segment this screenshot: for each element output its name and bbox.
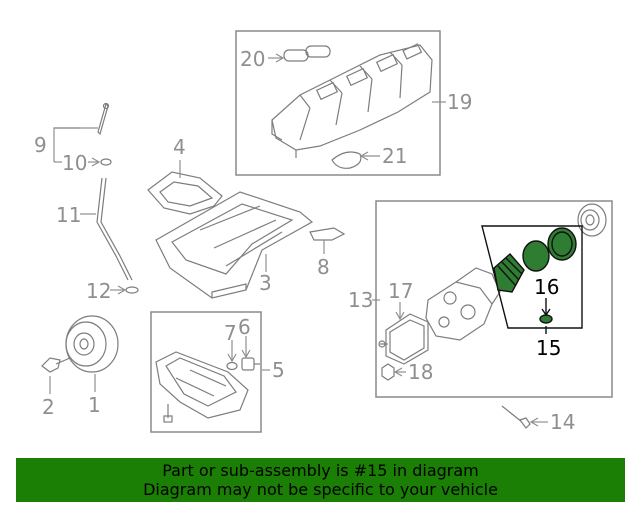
drain-plug-washer-7 [226,361,238,371]
callout-12: 12 [86,279,111,303]
callout-10: 10 [62,151,87,175]
drain-plug-6 [241,357,260,371]
callout-14: 14 [550,410,575,434]
gasket-20-drawing [283,45,331,62]
lower-oil-pan-drawing [155,351,249,423]
callout-8: 8 [317,255,330,279]
oil-filter-cap-drawing [577,203,607,237]
callout-13: 13 [348,288,373,312]
intake-manifold-drawing [271,43,433,158]
crank-pulley-drawing [65,315,119,373]
callout-15: 15 [536,336,561,360]
bolt-2-drawing [41,357,71,373]
callout-1: 1 [88,393,101,417]
callout-20: 20 [240,47,265,71]
banner-line-2: Diagram may not be specific to your vehi… [143,480,498,499]
callout-4: 4 [173,135,186,159]
lower-oil-pan-box [150,311,262,433]
filter-housing-drawing [425,267,501,341]
banner-line-1: Part or sub-assembly is #15 in diagram [162,461,479,480]
callout-18: 18 [408,360,433,384]
callout-7: 7 [224,321,237,345]
upper-oil-pan-drawing [155,191,314,299]
bolt-14-drawing [501,405,531,429]
bolt-18-drawing [381,363,395,381]
parts-diagram: 20 19 21 9 10 11 12 4 3 8 1 [34,30,613,434]
callout-2: 2 [42,395,55,419]
info-banner: Part or sub-assembly is #15 in diagram D… [16,458,625,502]
oil-cooler-17-drawing [378,313,429,365]
callout-9: 9 [34,133,47,157]
oil-filter-housing-box [375,200,613,398]
callout-6: 6 [238,315,251,339]
callout-11: 11 [56,203,81,227]
intake-manifold-box [235,30,441,176]
callout-3: 3 [259,271,272,295]
oil-filter-16-drawing [493,227,577,293]
callout-21: 21 [382,144,407,168]
bracket-8-drawing [309,227,346,241]
highlight-detail-box [481,225,583,329]
gasket-21-drawing [331,151,362,169]
callout-17: 17 [388,279,413,303]
callout-16: 16 [534,275,559,299]
callout-5: 5 [272,358,285,382]
callout-19: 19 [447,90,472,114]
dipstick-drawing [96,102,139,294]
gasket-4-drawing [147,171,223,215]
